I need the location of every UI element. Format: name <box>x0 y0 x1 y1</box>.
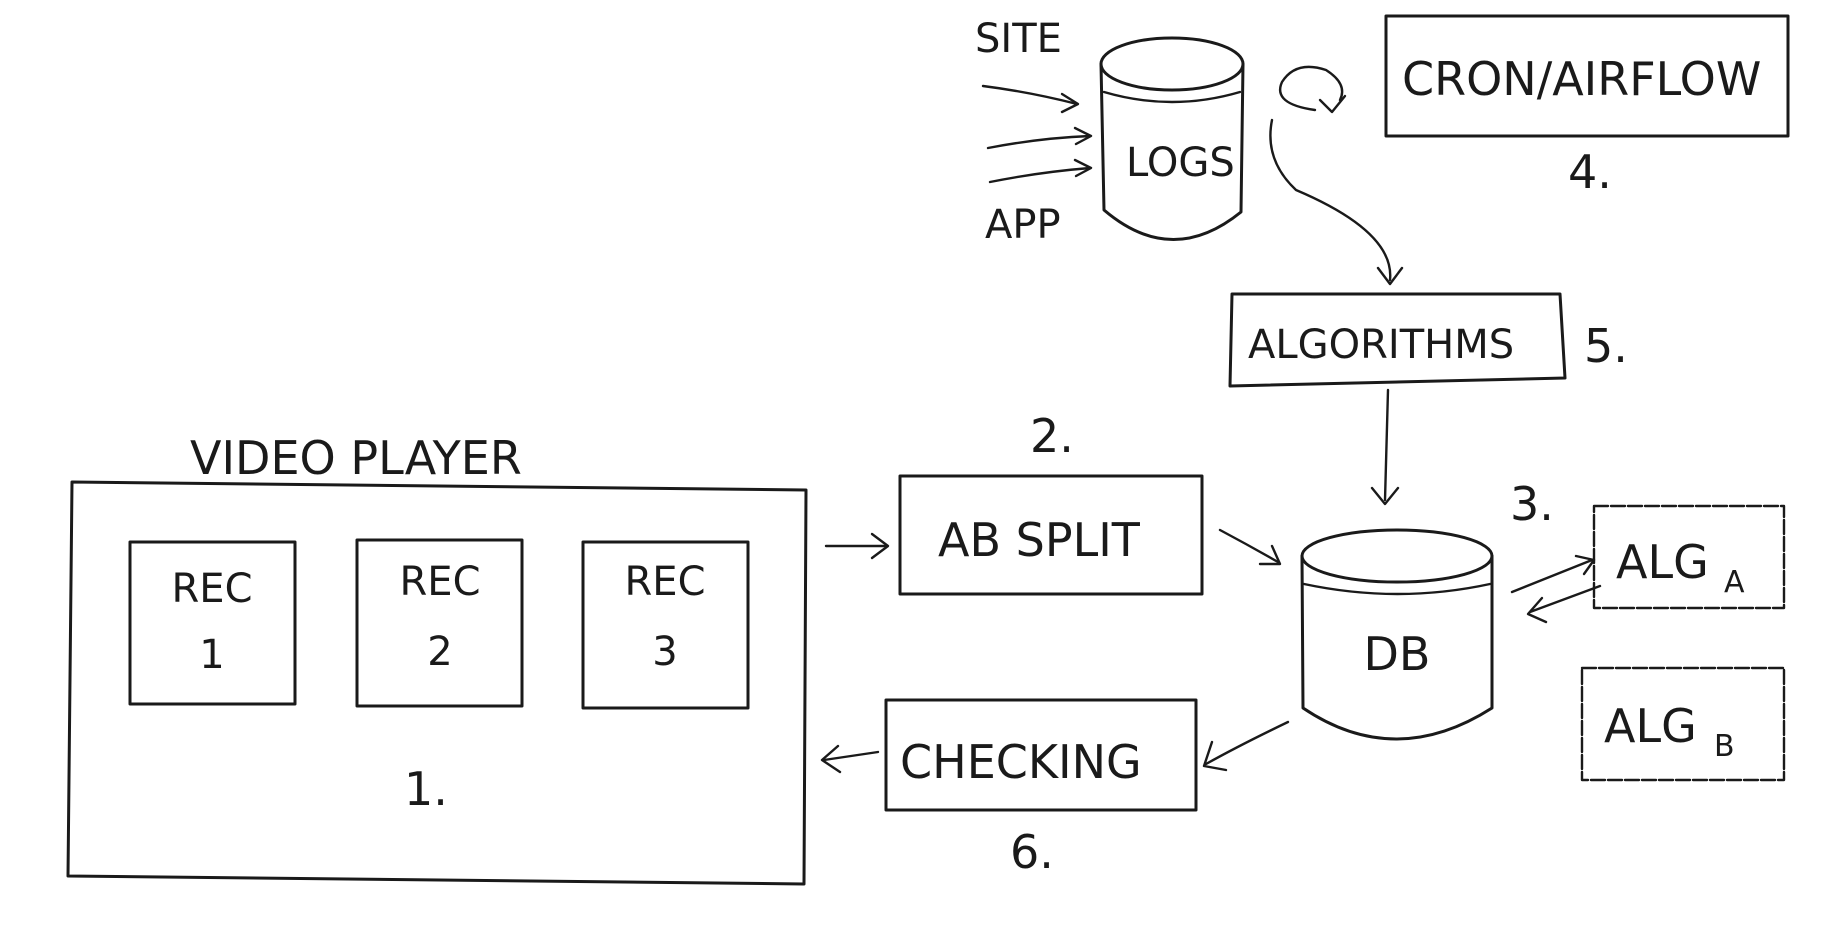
rec-index: 2 <box>427 629 452 675</box>
algorithms-number: 5. <box>1584 319 1628 373</box>
refresh-loop-icon <box>1279 65 1347 114</box>
alg-a-subscript: A <box>1724 565 1745 600</box>
scheduler-label: CRON/AIRFLOW <box>1402 52 1761 106</box>
alg-a-label: ALG <box>1616 535 1709 589</box>
rec-label: REC <box>400 559 481 605</box>
db-to-checking-arrow <box>1202 720 1290 772</box>
checking-number: 6. <box>1010 825 1054 879</box>
video-player-title: VIDEO PLAYER <box>190 431 522 485</box>
algorithms-label: ALGORITHMS <box>1248 322 1514 368</box>
rec-label: REC <box>625 559 706 605</box>
checking-box: CHECKING 6. <box>884 698 1198 879</box>
split-to-db-arrow <box>1218 528 1282 566</box>
scheduler-box: CRON/AIRFLOW 4. <box>1384 14 1790 199</box>
checking-to-player-arrow <box>820 744 880 774</box>
db-database: 3. DB <box>1300 477 1554 741</box>
video-player-number: 1. <box>404 762 448 816</box>
logs-to-algorithms-arrow <box>1269 118 1404 286</box>
rec-box-3: REC 3 <box>581 540 750 710</box>
rec-label: REC <box>172 566 253 612</box>
app-label: APP <box>985 202 1061 248</box>
ab-split-label: AB SPLIT <box>938 513 1141 567</box>
input-arrows <box>981 84 1093 184</box>
rec-box-1: REC 1 <box>128 540 297 706</box>
alg-b-label: ALG <box>1604 699 1697 753</box>
alg-a-box: ALG A <box>1592 504 1786 610</box>
db-label: DB <box>1364 627 1431 681</box>
ab-split-box: 2. AB SPLIT <box>898 409 1204 596</box>
algorithms-to-db-arrow <box>1370 388 1400 506</box>
ab-split-number: 2. <box>1030 409 1074 463</box>
alg-b-box: ALG B <box>1580 666 1786 782</box>
algorithms-box: ALGORITHMS 5. <box>1228 292 1628 388</box>
video-player-box: VIDEO PLAYER 1. <box>66 431 808 886</box>
rec-index: 3 <box>652 629 677 675</box>
db-alga-double-arrow <box>1510 554 1602 624</box>
logs-database: LOGS <box>1099 36 1245 241</box>
rec-index: 1 <box>199 632 224 678</box>
player-to-split-arrow <box>824 532 890 560</box>
logs-label: LOGS <box>1126 140 1235 186</box>
rec-box-2: REC 2 <box>355 538 524 708</box>
alg-b-subscript: B <box>1714 729 1735 764</box>
scheduler-number: 4. <box>1568 145 1612 199</box>
site-label: SITE <box>975 16 1062 62</box>
checking-label: CHECKING <box>900 735 1142 789</box>
db-number: 3. <box>1510 477 1554 531</box>
